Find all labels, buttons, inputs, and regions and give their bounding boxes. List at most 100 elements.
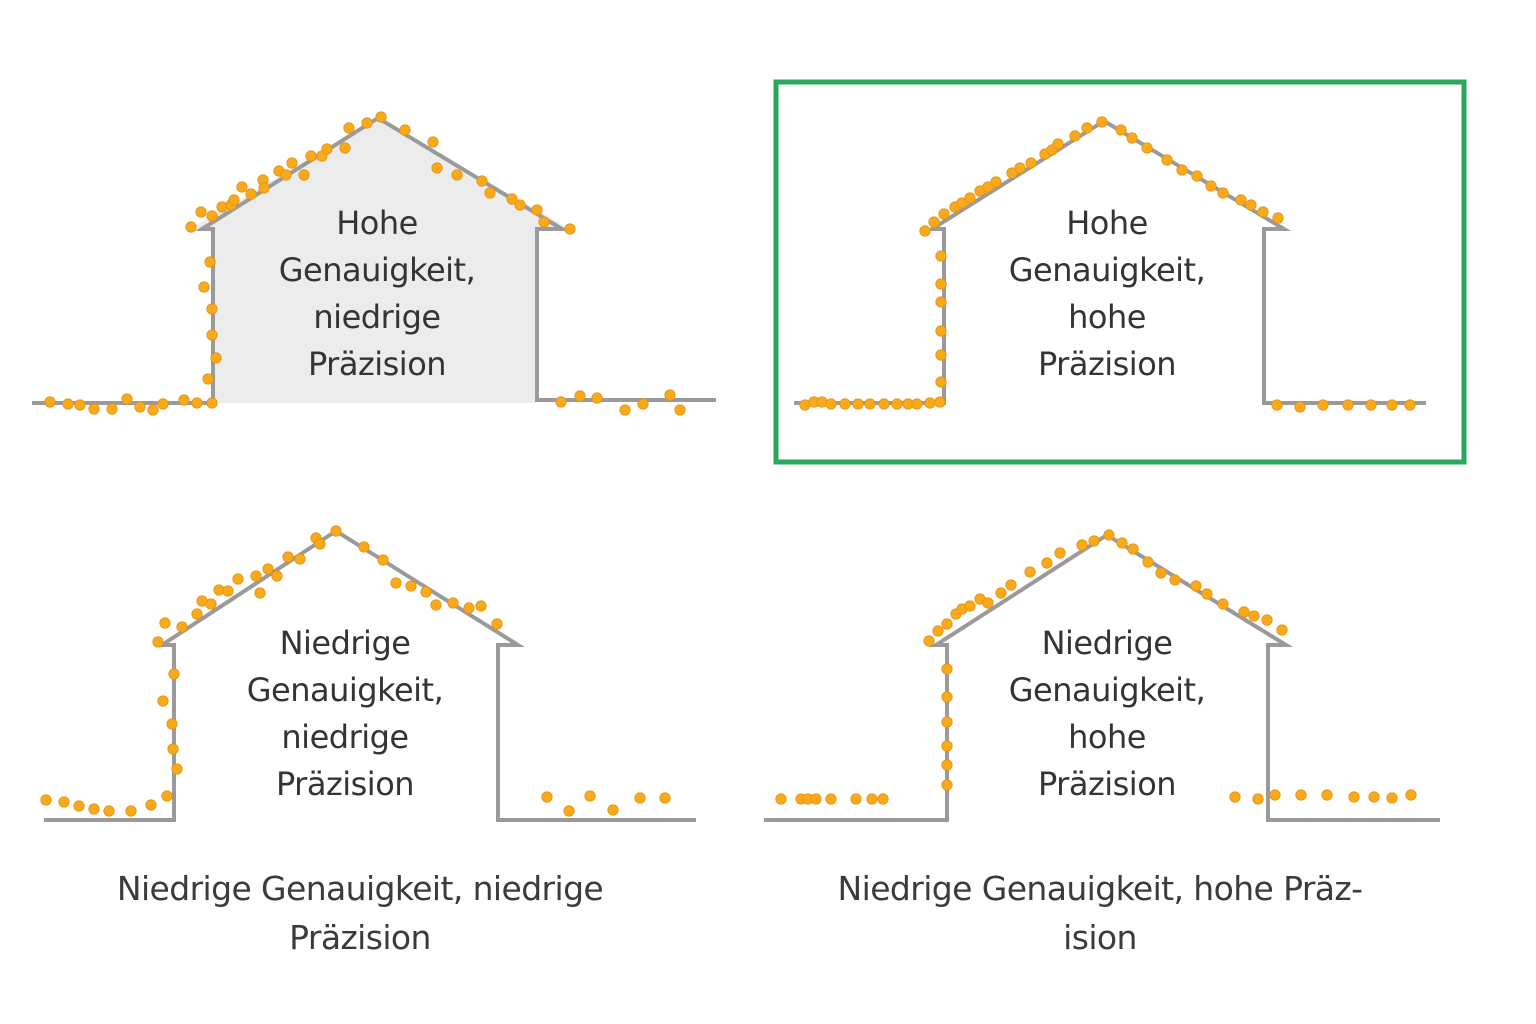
measurement-dot: [475, 600, 487, 612]
house-label-low-accuracy-high-precision: Niedrige Genauigkeit, hohe Präzision: [992, 620, 1222, 808]
measurement-dot: [1386, 399, 1398, 411]
label-line: niedrige: [313, 298, 441, 336]
measurement-dot: [1126, 132, 1138, 144]
measurement-dot: [1169, 574, 1181, 586]
measurement-dot: [1257, 206, 1269, 218]
measurement-dot: [938, 208, 950, 220]
measurement-dot: [555, 396, 567, 408]
measurement-dot: [145, 799, 157, 811]
measurement-dot: [222, 585, 234, 597]
measurement-dot: [1161, 154, 1173, 166]
measurement-dot: [1103, 529, 1115, 541]
measurement-dot: [280, 169, 292, 181]
measurement-dot: [282, 551, 294, 563]
measurement-dot: [1176, 164, 1188, 176]
measurement-dot: [125, 805, 137, 817]
measurement-dot: [1261, 614, 1273, 626]
measurement-dot: [574, 390, 586, 402]
caption-line: Niedrige Genauigkeit, hohe Präz-: [837, 869, 1364, 908]
measurement-dot: [935, 349, 947, 361]
measurement-dot: [358, 541, 370, 553]
measurement-dot: [531, 204, 543, 216]
measurement-dot: [964, 192, 976, 204]
measurement-dot: [1014, 162, 1026, 174]
measurement-dot: [74, 399, 86, 411]
measurement-dot: [1190, 580, 1202, 592]
measurement-dot: [191, 608, 203, 620]
house-low-accuracy-low-precision: [40, 525, 696, 822]
measurement-dot: [121, 393, 133, 405]
measurement-dot: [839, 398, 851, 410]
measurement-dot: [1006, 167, 1018, 179]
measurement-dot: [103, 805, 115, 817]
measurement-dot: [1205, 180, 1217, 192]
measurement-dot: [825, 398, 837, 410]
measurement-dot: [195, 206, 207, 218]
measurement-dot: [206, 397, 218, 409]
measurement-dot: [637, 398, 649, 410]
measurement-dot: [1229, 791, 1241, 803]
measurement-dot: [62, 398, 74, 410]
measurement-dot: [159, 617, 171, 629]
measurement-dot: [58, 796, 70, 808]
measurement-dot: [607, 804, 619, 816]
measurement-dot: [1317, 399, 1329, 411]
measurement-dot: [941, 716, 953, 728]
measurement-dot: [990, 176, 1002, 188]
measurement-dot: [935, 325, 947, 337]
measurement-dot: [1217, 187, 1229, 199]
measurement-dot: [152, 636, 164, 648]
measurement-dot: [1238, 606, 1250, 618]
measurement-dot: [1342, 399, 1354, 411]
measurement-dot: [1096, 116, 1108, 128]
measurement-dot: [430, 599, 442, 611]
measurement-dot: [305, 150, 317, 162]
measurement-dot: [1069, 130, 1081, 142]
measurement-dot: [405, 580, 417, 592]
measurement-dot: [157, 695, 169, 707]
measurement-dot: [852, 398, 864, 410]
measurement-dot: [659, 792, 671, 804]
measurement-dot: [191, 397, 203, 409]
measurement-dot: [185, 221, 197, 233]
measurement-dot: [1054, 547, 1066, 559]
measurement-dot: [1252, 793, 1264, 805]
measurement-dot: [476, 175, 488, 187]
measurement-dot: [1276, 624, 1288, 636]
measurement-dot: [911, 398, 923, 410]
measurement-dot: [245, 188, 257, 200]
measurement-dot: [1405, 789, 1417, 801]
measurement-dot: [1005, 579, 1017, 591]
measurement-dot: [262, 563, 274, 575]
measurement-dot: [206, 303, 218, 315]
measurement-dot: [1386, 792, 1398, 804]
measurement-dot: [210, 352, 222, 364]
label-line: niedrige: [281, 718, 409, 756]
measurement-dot: [634, 792, 646, 804]
measurement-dot: [1294, 401, 1306, 413]
measurement-dot: [538, 216, 550, 228]
label-line: Genauigkeit,: [278, 251, 476, 289]
measurement-dot: [1404, 399, 1416, 411]
measurement-dot: [171, 763, 183, 775]
measurement-dot: [1115, 124, 1127, 136]
measurement-dot: [147, 404, 159, 416]
measurement-dot: [377, 554, 389, 566]
measurement-dot: [361, 117, 373, 129]
measurement-dot: [935, 376, 947, 388]
measurement-dot: [1041, 557, 1053, 569]
measurement-dot: [775, 793, 787, 805]
measurement-dot: [1142, 556, 1154, 568]
measurement-dot: [995, 587, 1007, 599]
measurement-dot: [810, 793, 822, 805]
measurement-dot: [506, 193, 518, 205]
measurement-dot: [484, 187, 496, 199]
measurement-dot: [44, 396, 56, 408]
measurement-dot: [73, 800, 85, 812]
house-fill: [190, 118, 570, 403]
measurement-dot: [935, 296, 947, 308]
measurement-dot: [205, 598, 217, 610]
measurement-dot: [816, 396, 828, 408]
measurement-dot: [1076, 539, 1088, 551]
measurement-dot: [514, 199, 526, 211]
